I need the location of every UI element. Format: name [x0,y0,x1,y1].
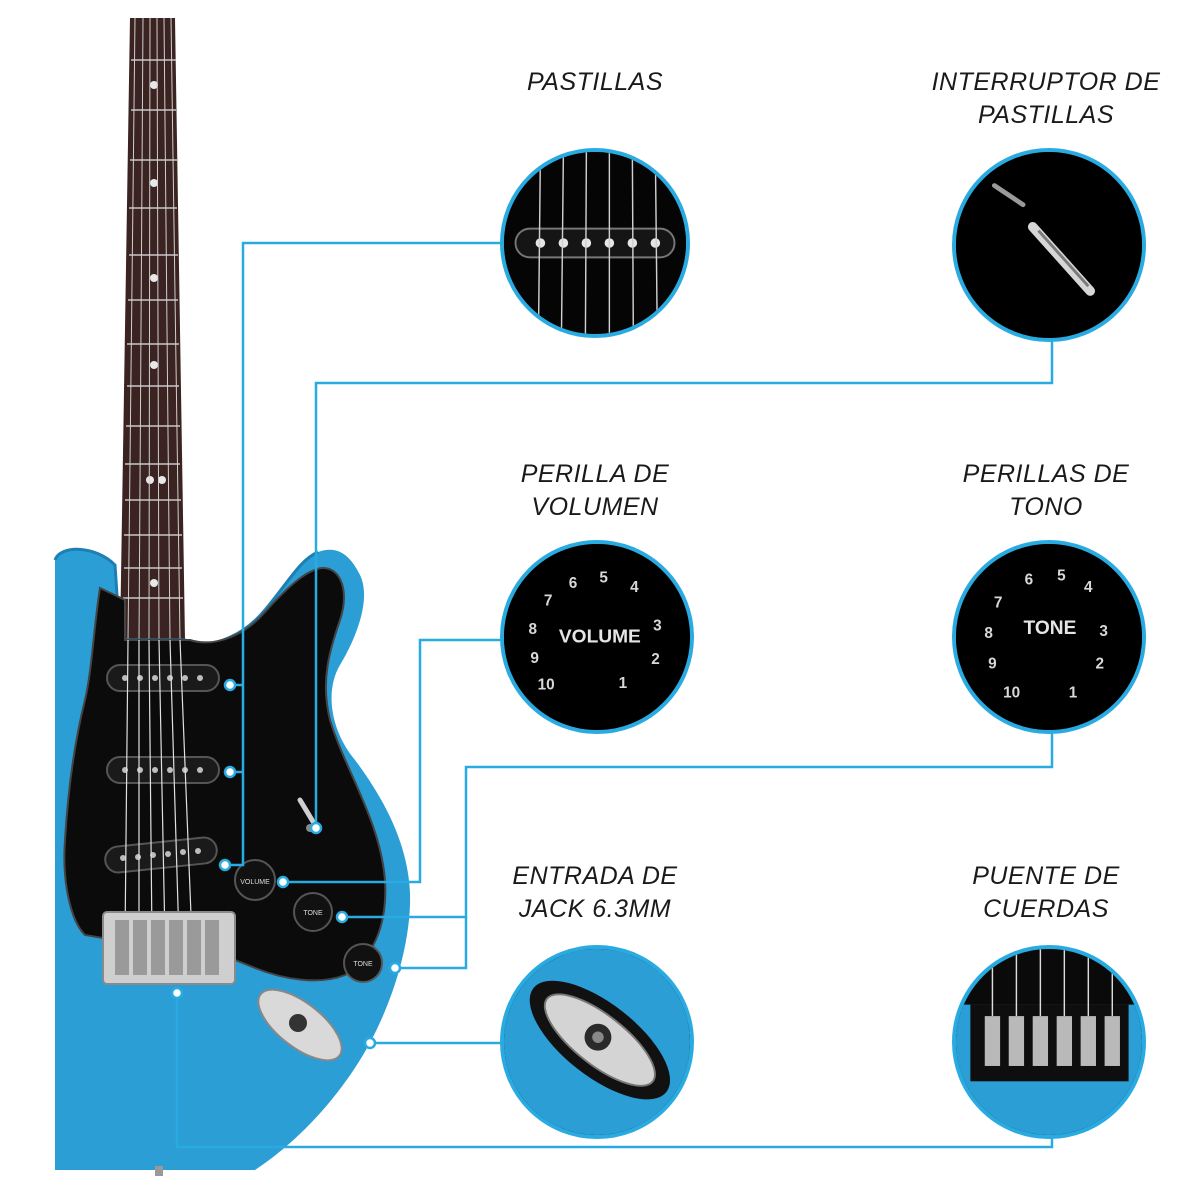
detail-circle-pickup-switch [952,148,1146,342]
pickup-set [104,664,220,874]
svg-text:6: 6 [1025,571,1034,588]
svg-text:3: 3 [653,617,662,634]
volume-knob: VOLUME [234,859,276,901]
svg-text:VOLUME: VOLUME [240,879,270,886]
svg-text:TONE: TONE [303,910,323,917]
neck-strings [127,17,181,641]
detail-circle-jack-input [500,945,694,1139]
svg-text:8: 8 [528,621,537,638]
svg-text:3: 3 [1099,623,1108,640]
label-tone-knobs: PERILLAS DE TONO [962,460,1130,521]
fret-markers [146,81,166,587]
strap-button [155,1166,163,1176]
label-pickup-switch: INTERRUPTOR DE PASTILLAS [931,68,1161,129]
svg-text:10: 10 [538,677,555,694]
svg-text:9: 9 [988,656,997,673]
svg-text:1: 1 [619,675,628,692]
tone-knob-2: TONE [343,943,383,983]
frets [123,59,183,599]
svg-text:1: 1 [1069,684,1078,701]
svg-text:9: 9 [530,650,539,667]
svg-text:7: 7 [994,594,1003,611]
label-pickups: PASTILLAS [526,68,664,96]
guitar-neck [120,17,185,641]
svg-text:5: 5 [1057,567,1066,584]
detail-circle-pickups [500,148,690,338]
svg-text:8: 8 [984,625,993,642]
bridge-assembly [102,911,236,985]
detail-circle-bridge [952,945,1146,1139]
svg-text:4: 4 [1084,579,1093,596]
svg-text:4: 4 [630,579,639,596]
svg-text:VOLUME: VOLUME [559,627,641,648]
svg-text:2: 2 [1096,656,1105,673]
tone-knob-1: TONE [293,892,333,932]
label-bridge: PUENTE DE CUERDAS [972,862,1120,923]
svg-text:5: 5 [599,569,608,586]
callout-dots [170,678,402,1050]
label-volume-knob: PERILLA DE VOLUMEN [520,460,670,521]
svg-text:TONE: TONE [1024,618,1077,639]
jack-plate [257,988,343,1062]
svg-text:TONE: TONE [353,961,373,968]
svg-text:10: 10 [1003,684,1020,701]
body-strings [124,639,193,941]
detail-circle-volume-knob: VOLUME 10 9 8 7 6 5 4 3 2 1 [500,540,694,734]
detail-circle-tone-knob: TONE 10 9 8 7 6 5 4 3 2 1 [952,540,1146,734]
svg-text:2: 2 [651,651,660,668]
svg-text:7: 7 [544,592,553,609]
label-jack-input: ENTRADA DE JACK 6.3MM [512,862,678,923]
svg-text:6: 6 [569,575,578,592]
